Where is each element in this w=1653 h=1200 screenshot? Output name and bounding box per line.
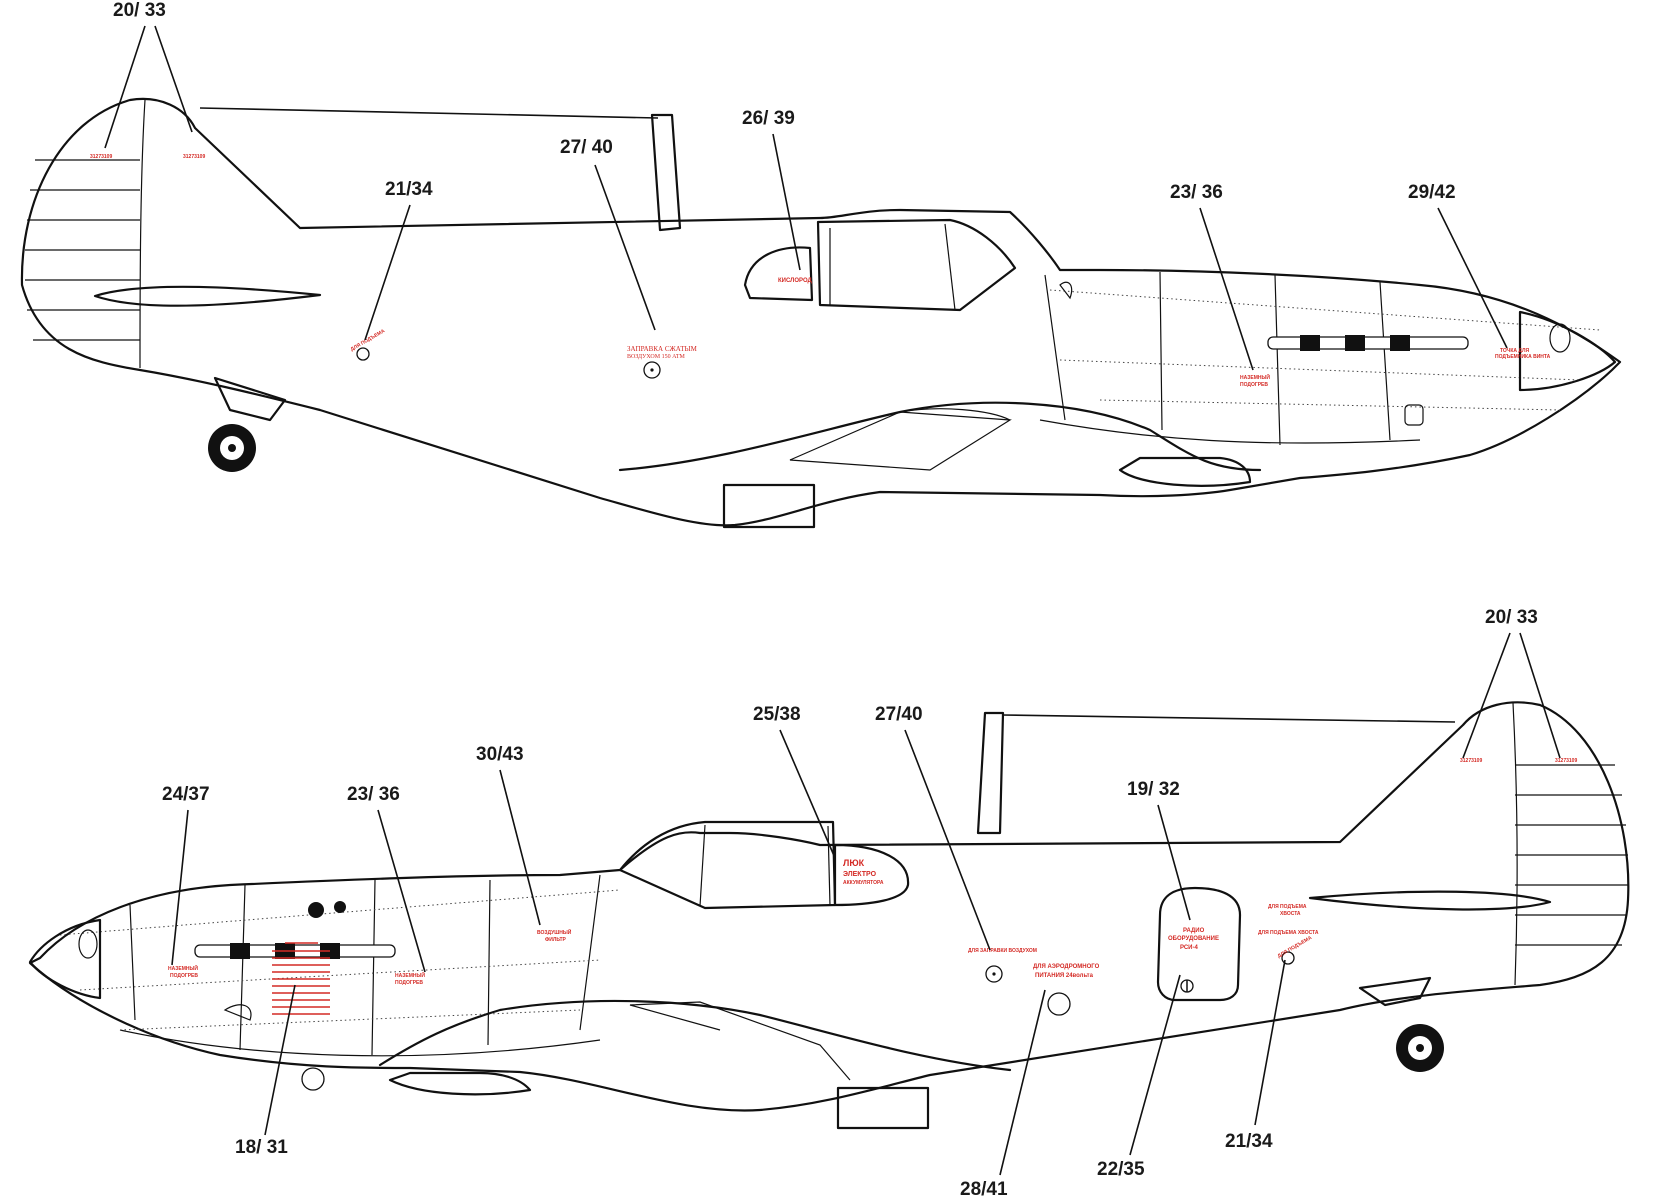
bottom-cowl-stencil-1: НАЗЕМНЫЙ xyxy=(395,971,425,979)
bottom-callout-20-33: 20/ 33 xyxy=(1485,607,1538,628)
bottom-nose-intake xyxy=(78,929,98,959)
bottom-rudder-hinge xyxy=(1512,702,1518,986)
bottom-callout-18-31: 18/ 31 xyxy=(235,1137,288,1158)
bottom-ground-power-stencil-2: ПИТАНИЯ 24вольта xyxy=(1035,973,1094,979)
top-rivet-lines xyxy=(1049,289,1601,411)
top-cowling-line xyxy=(1039,271,1421,446)
bottom-radio-stencil-1: РАДИО xyxy=(1183,928,1205,934)
bottom-radio-stencil-2: ОБОРУДОВАНИЕ xyxy=(1168,936,1219,942)
bottom-ground-power-port xyxy=(1047,992,1071,1016)
bottom-callout-24-37: 24/37 xyxy=(162,784,210,805)
bottom-callout-21-34: 21/34 xyxy=(1225,1131,1273,1152)
top-bottom-access-panel xyxy=(722,483,816,529)
top-fin-serial-2: 31273109 xyxy=(183,154,205,160)
top-lift-port xyxy=(356,347,370,361)
bottom-antenna-mast xyxy=(976,711,1005,835)
bottom-callout-25-38: 25/38 xyxy=(753,704,801,725)
top-oxygen-stencil: КИСЛОРОД xyxy=(778,278,813,284)
top-callouts: 20/ 33 21/34 27/ 40 26/ 39 23/ 36 29/42 xyxy=(104,0,1508,371)
bottom-ground-power-stencil-1: ДЛЯ АЭРОДРОМНОГО xyxy=(1033,964,1100,970)
bottom-rivet-lines xyxy=(59,889,621,1031)
bottom-radiator xyxy=(388,1071,532,1096)
bottom-canopy xyxy=(618,820,837,910)
top-nose-intake xyxy=(1549,323,1571,353)
bottom-antenna-wire xyxy=(1001,714,1456,723)
bottom-radio-hatch xyxy=(1156,886,1242,1002)
top-radiator xyxy=(1118,456,1252,487)
bottom-lift-stencil: ДЛЯ ПОДЪЕМА xyxy=(1277,935,1314,960)
bottom-cowl-port xyxy=(301,1067,325,1091)
bottom-cowl-stencil-2: ПОДОГРЕВ xyxy=(395,980,423,986)
bottom-nose-stencil-2: ПОДОГРЕВ xyxy=(170,973,198,979)
top-tailplane xyxy=(93,285,322,307)
bottom-callout-23-36: 23/ 36 xyxy=(347,784,400,805)
bottom-stencils: ЛЮК ЭЛЕКТРО АККУМУЛЯТОРА РАДИО ОБОРУДОВА… xyxy=(168,758,1577,1015)
bottom-placard-block xyxy=(272,942,330,1015)
bottom-tail-wheel xyxy=(1358,976,1444,1072)
top-canopy xyxy=(816,218,1017,312)
bottom-callouts: 24/37 23/ 36 30/43 25/38 27/40 19/ 32 20… xyxy=(162,607,1561,1200)
top-nose-stencil-2: ПОДЪЕМНИКА ВИНТА xyxy=(1495,354,1551,360)
bottom-access-panel xyxy=(836,1086,930,1130)
bottom-fin-serial-2: 31273109 xyxy=(1555,758,1577,764)
bottom-callout-27-40: 27/40 xyxy=(875,704,923,725)
bottom-tail-lift-stencil-2: ХВОСТА xyxy=(1280,911,1301,917)
bottom-tail-lift-stencil-1: ДЛЯ ПОДЪЕМА xyxy=(1268,904,1307,910)
bottom-tailplane xyxy=(1308,890,1552,911)
bottom-battery-hatch xyxy=(833,843,910,907)
top-rudder-hinge xyxy=(139,99,146,369)
top-tail-wheel xyxy=(208,376,287,472)
bottom-hatch-stencil-2: ЭЛЕКТРО xyxy=(843,871,877,878)
top-callout-23-36: 23/ 36 xyxy=(1170,182,1223,203)
bottom-callout-22-35: 22/35 xyxy=(1097,1159,1145,1180)
top-air-fill-stencil-1: ЗАПРАВКА СЖАТЫМ xyxy=(627,345,698,353)
top-cowl-stencil-2: ПОДОГРЕВ xyxy=(1240,382,1268,388)
top-antenna-mast xyxy=(650,113,682,232)
bottom-tail-lift-stencil-3: ДЛЯ ПОДЪЕМА ХВОСТА xyxy=(1258,930,1319,936)
top-cowl-stencil-1: НАЗЕМНЫЙ xyxy=(1240,373,1270,381)
bottom-nose-stencil-1: НАЗЕМНЫЙ xyxy=(168,964,198,972)
bottom-callout-30-43: 30/43 xyxy=(476,744,524,765)
top-callout-21-34: 21/34 xyxy=(385,179,433,200)
bottom-mid-stencil-1: ВОЗДУШНЫЙ xyxy=(537,928,572,936)
bottom-spinner xyxy=(28,918,102,1000)
top-nose-stencil-1: ТОЧКА ДЛЯ xyxy=(1500,348,1529,354)
bottom-aircraft-profile xyxy=(28,701,1630,1130)
bottom-wing xyxy=(378,999,1012,1072)
top-spinner xyxy=(1518,310,1617,392)
top-antenna-wire xyxy=(199,107,659,119)
top-air-fill-stencil-2: ВОЗДУХОМ 150 АТМ xyxy=(627,354,685,360)
bottom-callout-19-32: 19/ 32 xyxy=(1127,779,1180,800)
bottom-fin-serial-1: 31273109 xyxy=(1460,758,1482,764)
top-wing xyxy=(618,401,1262,472)
bottom-rudder-ribs xyxy=(1515,764,1628,946)
bottom-mid-stencil-2: ФИЛЬТР xyxy=(545,937,567,943)
bottom-hatch-stencil-1: ЛЮК xyxy=(843,858,865,868)
top-oxygen-hatch xyxy=(743,246,814,302)
bottom-cowling-line xyxy=(119,874,601,1057)
bottom-hatch-stencil-3: АККУМУЛЯТОРА xyxy=(843,880,884,886)
top-exhaust-stacks xyxy=(1267,335,1469,351)
top-callout-20-33: 20/ 33 xyxy=(113,0,166,21)
top-fin-serial-1: 31273109 xyxy=(90,154,112,160)
top-aircraft-profile xyxy=(20,97,1622,529)
top-callout-26-39: 26/ 39 xyxy=(742,108,795,129)
top-callout-27-40: 27/ 40 xyxy=(560,137,613,158)
bottom-air-fill-stencil: ДЛЯ ЗАПРАВКИ ВОЗДУХОМ xyxy=(968,948,1037,954)
bottom-callout-28-41: 28/41 xyxy=(960,1179,1008,1200)
top-rudder-ribs xyxy=(25,159,140,341)
bottom-radio-stencil-3: РСИ-4 xyxy=(1180,945,1198,951)
top-tail-fin xyxy=(20,97,1622,527)
top-stencils: 31273109 31273109 ДЛЯ ПОДЪЕМА ЗАПРАВКА С… xyxy=(90,154,1551,388)
top-callout-29-42: 29/42 xyxy=(1408,182,1456,203)
